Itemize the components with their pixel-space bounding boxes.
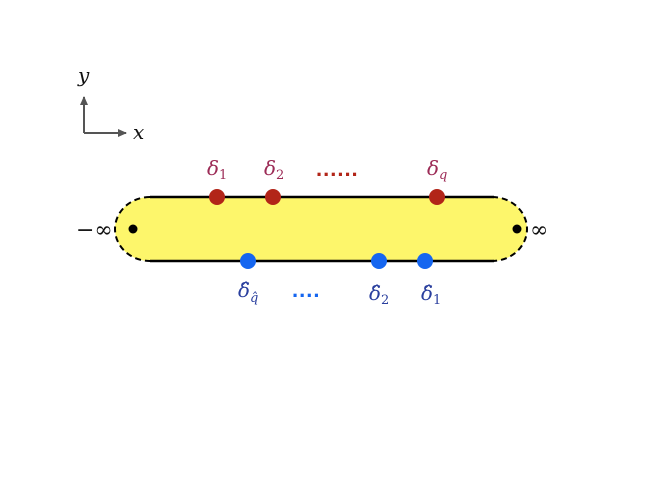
right-infinity-point (512, 224, 522, 234)
x-axis-label: x (133, 120, 144, 144)
y-axis-label: y (77, 63, 90, 87)
left-infinity-point (128, 224, 138, 234)
strip-region: −∞ ∞ (76, 195, 548, 263)
delta-1-label: δ1 (207, 156, 227, 183)
strip-fill (115, 197, 527, 261)
delta-2-label: δ2 (264, 156, 284, 183)
strip-right-end-dashed (491, 196, 528, 262)
plus-infinity-label: ∞ (530, 218, 548, 243)
delta-hat-2-label: δ̂2 (369, 281, 389, 308)
delta-hat-1-label: δ̂1 (421, 281, 441, 308)
delta-1-point (209, 189, 225, 205)
delta-hat-2-point (371, 253, 387, 269)
delta-2-point (265, 189, 281, 205)
strip-left-end-dashed (114, 196, 151, 262)
delta-hat-qhat-label: δ̂q̂ (238, 278, 258, 306)
delta-q-label: δq (427, 156, 447, 183)
bottom-points: δ̂q̂ δ̂2 δ̂1 .... (238, 253, 441, 308)
top-ellipsis: ...... (316, 156, 359, 181)
delta-hat-qhat-point (240, 253, 256, 269)
delta-hat-1-point (417, 253, 433, 269)
top-points: δ1 δ2 δq ...... (207, 156, 447, 205)
delta-q-point (429, 189, 445, 205)
bottom-ellipsis: .... (292, 277, 320, 302)
axes-indicator: y x (77, 63, 144, 144)
minus-infinity-label: −∞ (76, 218, 113, 243)
